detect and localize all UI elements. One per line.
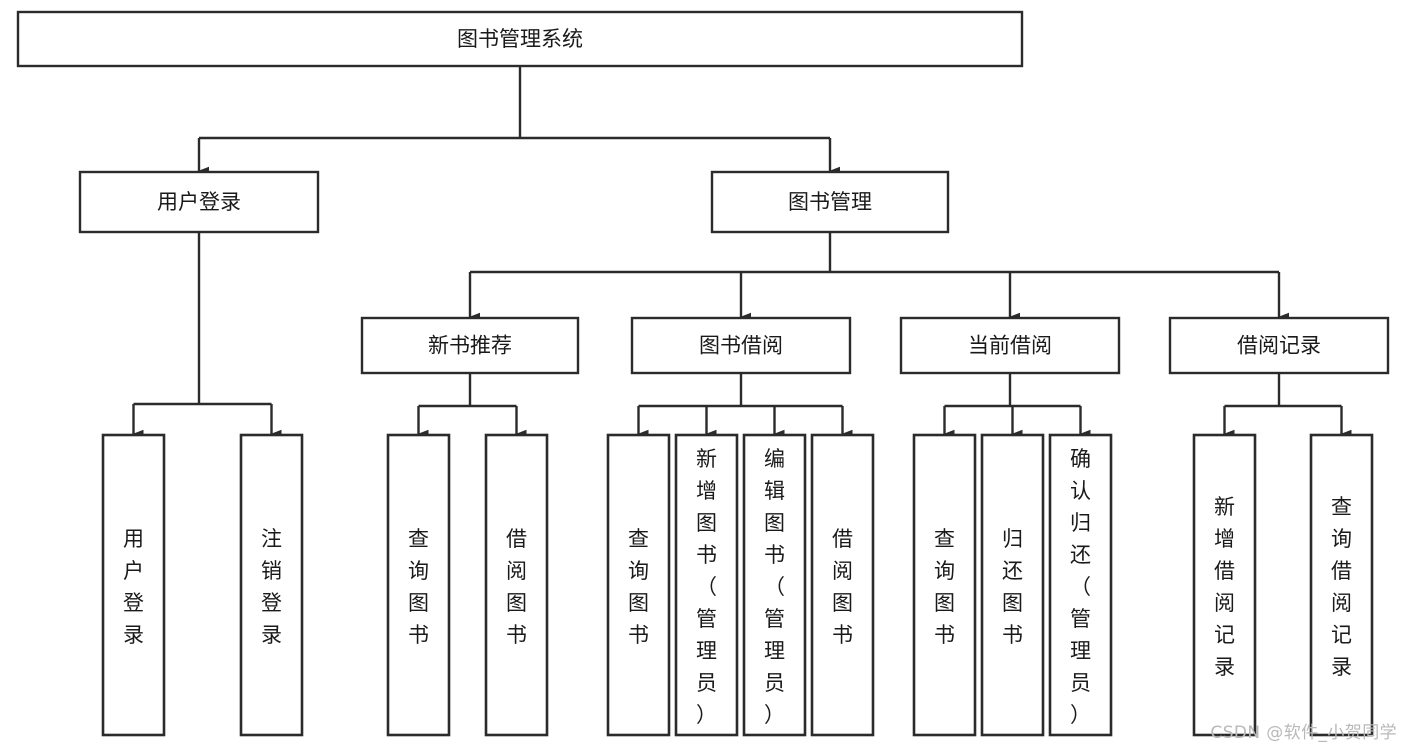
node-leaf-user-login[interactable]: 用户登录 [101, 433, 166, 737]
node-leaf-query-record[interactable]: 查询借阅记录 [1309, 433, 1374, 737]
node-label-vertical: 查询图书 [628, 527, 649, 647]
node-box[interactable] [484, 433, 549, 737]
node-borrow-record[interactable]: 借阅记录 [1168, 316, 1390, 375]
node-box[interactable] [742, 433, 807, 737]
node-label-vertical: 注销登录 [261, 527, 282, 647]
node-label: 图书借阅 [699, 334, 783, 358]
connector-current-to-leaves [943, 373, 1091, 439]
node-label: 当前借阅 [968, 334, 1052, 358]
node-box[interactable] [1168, 316, 1390, 375]
node-box[interactable] [78, 170, 320, 234]
node-leaf-edit-book[interactable]: 编辑图书（管理员） [742, 433, 807, 737]
node-label-vertical: 归还图书 [1002, 527, 1023, 647]
node-box[interactable] [239, 433, 304, 737]
node-label-vertical: 新增借阅记录 [1214, 495, 1235, 679]
node-box[interactable] [606, 433, 671, 737]
node-label-vertical: 查询借阅记录 [1331, 495, 1352, 679]
node-box[interactable] [386, 433, 451, 737]
node-leaf-return-book[interactable]: 归还图书 [980, 433, 1045, 737]
node-label: 借阅记录 [1237, 334, 1321, 358]
node-user-login[interactable]: 用户登录 [78, 170, 320, 234]
node-new-book-recommend[interactable]: 新书推荐 [360, 316, 580, 375]
node-box[interactable] [1309, 433, 1374, 737]
node-leaf-borrow-book-recommend[interactable]: 借阅图书 [484, 433, 549, 737]
connector-root-to-level1 [197, 66, 840, 176]
node-label: 新书推荐 [428, 334, 512, 358]
node-box[interactable] [1192, 433, 1257, 737]
node-label: 用户登录 [157, 190, 241, 214]
node-leaf-confirm-return[interactable]: 确认归还（管理员） [1048, 433, 1113, 737]
node-box[interactable] [101, 433, 166, 737]
node-label-vertical: 借阅图书 [832, 527, 853, 647]
node-box[interactable] [980, 433, 1045, 737]
connector-userlogin-to-leaves [132, 232, 282, 439]
node-leaf-logout[interactable]: 注销登录 [239, 433, 304, 737]
node-box[interactable] [912, 433, 977, 737]
node-label: 图书管理系统 [457, 27, 583, 51]
node-leaf-add-book[interactable]: 新增图书（管理员） [674, 433, 739, 737]
node-box[interactable] [810, 433, 875, 737]
node-box[interactable] [16, 10, 1024, 68]
node-box[interactable] [674, 433, 739, 737]
node-book-borrow[interactable]: 图书借阅 [630, 316, 852, 375]
node-box[interactable] [710, 170, 950, 234]
connector-borrow-to-leaves [637, 373, 853, 439]
node-leaf-query-book-recommend[interactable]: 查询图书 [386, 433, 451, 737]
node-label-vertical: 编辑图书（管理员） [764, 447, 785, 727]
node-leaf-query-book-borrow[interactable]: 查询图书 [606, 433, 671, 737]
node-leaf-borrow-book[interactable]: 借阅图书 [810, 433, 875, 737]
node-book-manage[interactable]: 图书管理 [710, 170, 950, 234]
node-box[interactable] [899, 316, 1121, 375]
nodes-layer: 图书管理系统用户登录图书管理新书推荐图书借阅当前借阅借阅记录用户登录注销登录查询… [16, 10, 1390, 737]
node-leaf-query-book-current[interactable]: 查询图书 [912, 433, 977, 737]
node-current-borrow[interactable]: 当前借阅 [899, 316, 1121, 375]
node-label: 图书管理 [788, 190, 872, 214]
node-box[interactable] [360, 316, 580, 375]
connector-bookmanage-to-level2 [468, 232, 1289, 322]
connector-record-to-leaves [1223, 373, 1352, 439]
connectors-layer [132, 66, 1352, 439]
node-label-vertical: 借阅图书 [506, 527, 527, 647]
node-box[interactable] [1048, 433, 1113, 737]
node-label-vertical: 查询图书 [408, 527, 429, 647]
node-box[interactable] [630, 316, 852, 375]
node-leaf-add-record[interactable]: 新增借阅记录 [1192, 433, 1257, 737]
node-label-vertical: 新增图书（管理员） [696, 447, 717, 727]
node-root[interactable]: 图书管理系统 [16, 10, 1024, 68]
node-label-vertical: 查询图书 [934, 527, 955, 647]
connector-recommend-to-leaves [417, 373, 527, 439]
node-label-vertical: 用户登录 [123, 527, 144, 647]
node-label-vertical: 确认归还（管理员） [1070, 447, 1091, 727]
